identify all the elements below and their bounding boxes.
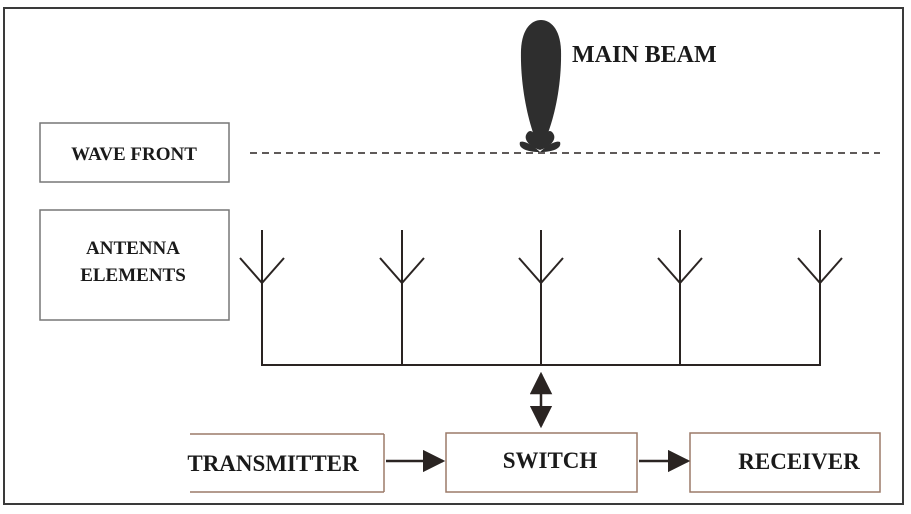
antenna-element [239, 230, 285, 365]
antenna-elements-label-line2: ELEMENTS [80, 265, 186, 286]
antenna-element [797, 230, 843, 365]
main-beam-label: MAIN BEAM [572, 42, 717, 68]
antenna-elements-label-line1: ANTENNA [86, 238, 180, 259]
transmitter-box [190, 433, 385, 493]
switch-label: SWITCH [503, 448, 598, 473]
antenna-element [657, 230, 703, 365]
transmitter-label: TRANSMITTER [187, 451, 359, 476]
antenna-element [518, 230, 564, 365]
receiver-box [689, 432, 881, 493]
antenna-element [379, 230, 425, 365]
wave-front-label: WAVE FRONT [71, 144, 197, 165]
switch-box [445, 432, 638, 493]
antenna-elements-box [39, 209, 230, 321]
receiver-label: RECEIVER [738, 449, 860, 474]
wave-front-box [39, 122, 230, 183]
main-beam-lobe [519, 20, 562, 152]
